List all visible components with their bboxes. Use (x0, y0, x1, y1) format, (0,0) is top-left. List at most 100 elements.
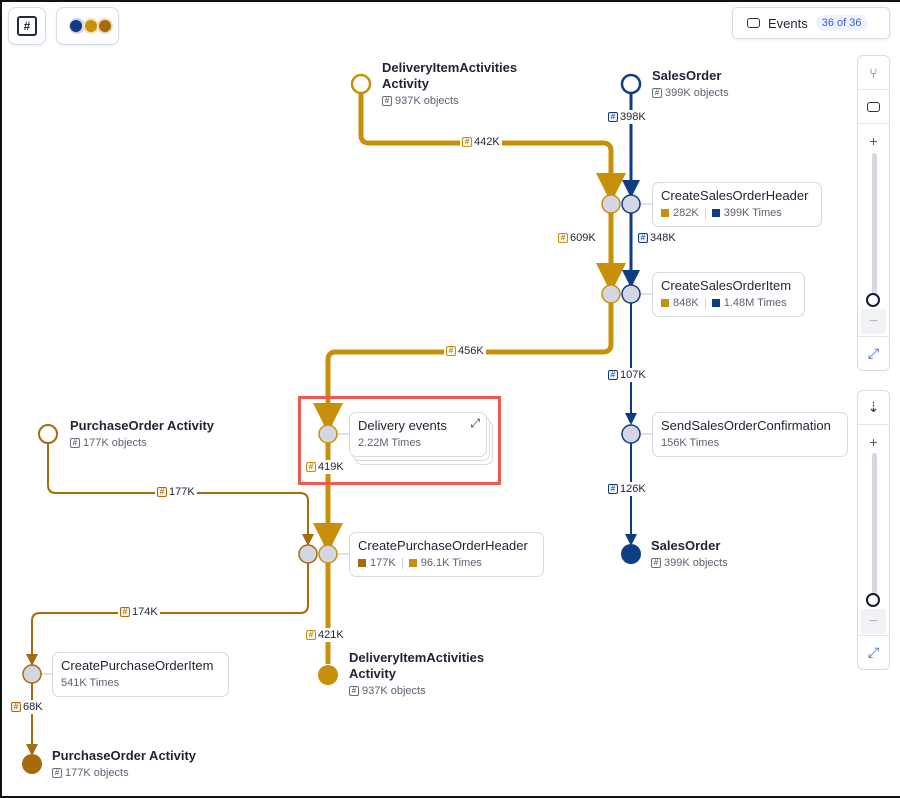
object-label-purchaseorder-end: PurchaseOrder Activity #177K objects (52, 748, 196, 779)
fit-view-icon[interactable]: ⤢ (858, 635, 889, 669)
edge-label: #456K (444, 344, 486, 358)
edge-label: #442K (460, 135, 502, 149)
hash-icon: # (652, 88, 662, 98)
activity-node[interactable] (601, 284, 621, 304)
detail-zoom-panel: ⇣ + − ⤢ (857, 390, 890, 670)
activity-card-send-sales-order-confirmation[interactable]: SendSalesOrderConfirmation 156K Times (652, 412, 848, 457)
object-name: SalesOrder (651, 538, 721, 553)
object-label-salesorder-start: SalesOrder #399K objects (652, 68, 729, 99)
activity-name: SendSalesOrderConfirmation (661, 418, 831, 433)
start-node-salesorder[interactable] (620, 73, 642, 95)
activity-name: CreatePurchaseOrderItem (61, 658, 214, 673)
end-node-salesorder[interactable] (621, 544, 641, 564)
zoom-slider-track[interactable] (872, 153, 877, 301)
edge-label: #68K (9, 700, 45, 714)
object-label-salesorder-end: SalesOrder #399K objects (651, 538, 728, 569)
activity-node[interactable] (621, 194, 641, 214)
activity-times: 2.22M Times (358, 437, 421, 449)
event-icon[interactable] (858, 90, 889, 124)
activity-times: 1.48M Times (723, 297, 787, 309)
zoom-slider-handle[interactable] (866, 593, 880, 607)
events-count-badge: 36 of 36 (815, 15, 868, 31)
branch-icon[interactable]: ⑂ (858, 56, 889, 90)
activity-count: 177K (370, 557, 396, 569)
object-name: DeliveryItemActivities Activity (349, 650, 485, 681)
activity-node[interactable] (298, 544, 318, 564)
hash-icon: # (558, 233, 568, 243)
edge-count: 348K (650, 232, 676, 244)
object-count: 177K objects (65, 767, 129, 779)
activity-times: 96.1K Times (420, 557, 482, 569)
edge-label: #609K (556, 231, 598, 245)
hash-icon: # (120, 607, 130, 617)
hash-icon: # (157, 487, 167, 497)
activity-times: 156K Times (661, 437, 720, 449)
activity-times: 399K Times (723, 207, 782, 219)
graph-zoom-panel: ⑂ + − ⤢ (857, 55, 890, 371)
zoom-in-icon[interactable]: + (869, 132, 878, 149)
activity-node[interactable] (621, 284, 641, 304)
activity-name: CreateSalesOrderItem (661, 278, 792, 293)
zoom-out-icon[interactable]: − (861, 609, 886, 634)
hash-icon: # (70, 438, 80, 448)
edge-count: 177K (169, 486, 195, 498)
edge-174k[interactable] (26, 563, 309, 666)
hash-icon: # (382, 96, 392, 106)
object-name: PurchaseOrder Activity (52, 748, 197, 763)
edge-count: 174K (132, 606, 158, 618)
edge-count: 609K (570, 232, 596, 244)
edge-count: 107K (620, 369, 646, 381)
hash-icon: # (651, 558, 661, 568)
object-count: 399K objects (665, 87, 729, 99)
activity-node[interactable] (621, 424, 641, 444)
start-node-purchaseorder[interactable] (38, 424, 58, 444)
edge-count: 126K (620, 483, 646, 495)
hash-icon: # (462, 137, 472, 147)
activity-card-delivery-events[interactable]: Delivery events 2.22M Times ⤢ (349, 412, 487, 457)
event-icon (747, 18, 760, 28)
zoom-in-icon[interactable]: + (869, 433, 878, 450)
end-node-purchaseorder[interactable] (22, 754, 42, 774)
activity-name: CreatePurchaseOrderHeader (358, 538, 528, 553)
edge-label: #419K (304, 460, 346, 474)
activity-name: CreateSalesOrderHeader (661, 188, 809, 203)
activity-node[interactable] (22, 664, 42, 684)
activity-card-create-purchase-order-item[interactable]: CreatePurchaseOrderItem 541K Times (52, 652, 229, 697)
activity-node[interactable] (318, 544, 338, 564)
zoom-out-icon[interactable]: − (861, 309, 886, 334)
object-label-purchaseorder-start: PurchaseOrder Activity #177K objects (70, 418, 214, 449)
edge-label: #421K (304, 628, 346, 642)
edge-count: 419K (318, 461, 344, 473)
activity-node[interactable] (601, 194, 621, 214)
zoom-slider-handle[interactable] (866, 293, 880, 307)
edge-count: 456K (458, 345, 484, 357)
zoom-slider-track[interactable] (872, 453, 877, 601)
object-name: DeliveryItemActivities Activity (382, 60, 518, 91)
activity-card-create-purchase-order-header[interactable]: CreatePurchaseOrderHeader 177K 96.1K Time… (349, 532, 544, 577)
delivery-flow-edges (313, 93, 626, 664)
start-node-delivery[interactable] (350, 73, 372, 95)
count-toggle-button[interactable]: # (8, 7, 46, 45)
hash-icon: # (608, 484, 618, 494)
events-label: Events (768, 15, 808, 31)
selection-highlight (298, 396, 501, 485)
sort-down-icon[interactable]: ⇣ (858, 391, 889, 425)
edge-count: 68K (23, 701, 43, 713)
events-button[interactable]: Events 36 of 36 (732, 7, 890, 39)
hash-icon: # (306, 462, 316, 472)
hash-icon: # (638, 233, 648, 243)
end-node-delivery[interactable] (318, 665, 338, 685)
object-count: 937K objects (395, 95, 459, 107)
object-types-legend-button[interactable] (56, 7, 119, 45)
hash-icon: # (349, 686, 359, 696)
expand-icon[interactable]: ⤢ (470, 416, 480, 430)
hash-icon: # (306, 630, 316, 640)
activity-node[interactable] (318, 424, 338, 444)
fit-view-icon[interactable]: ⤢ (858, 336, 889, 370)
edge-label: #107K (606, 368, 648, 382)
edge-label: #348K (636, 231, 678, 245)
hash-icon: # (608, 112, 618, 122)
